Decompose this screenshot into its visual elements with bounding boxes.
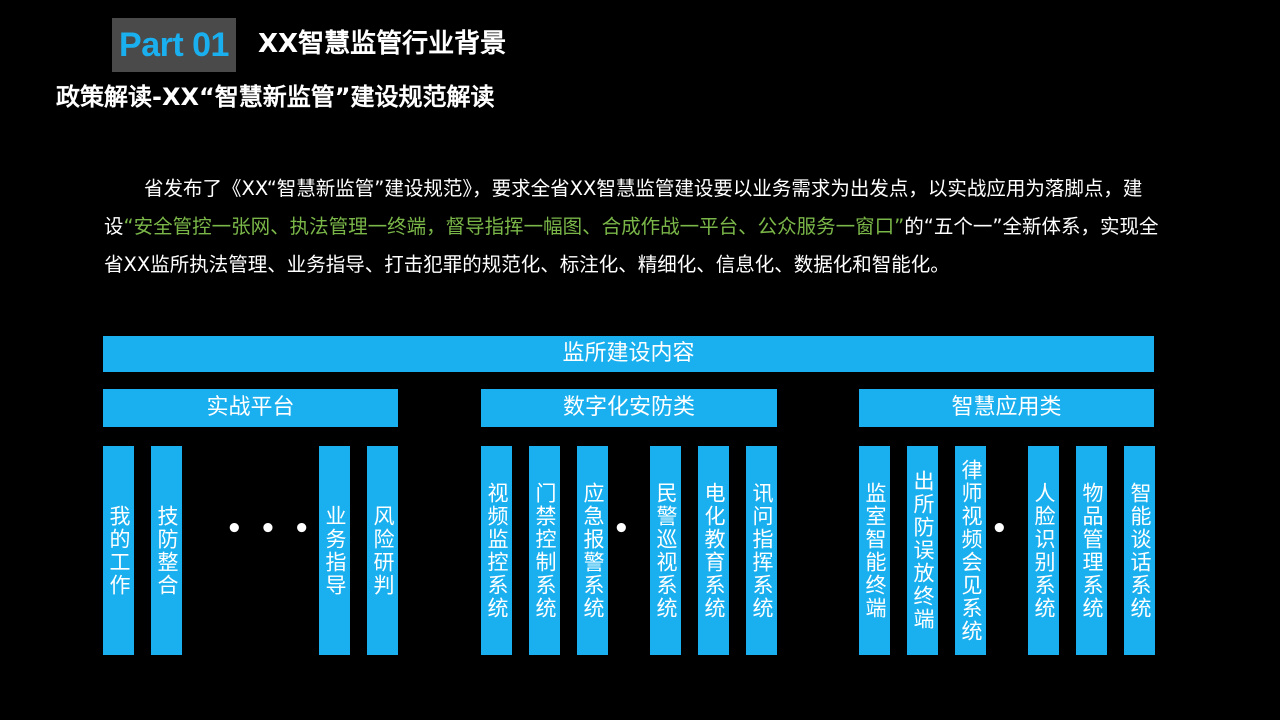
- item-1-5: 讯问指挥系统: [746, 446, 777, 655]
- item-1-2: 应急报警系统: [577, 446, 608, 655]
- item-0-2: 业务指导: [319, 446, 350, 655]
- policy-paragraph: 省发布了《XX“智慧新监管”建设规范》，要求全省XX智慧监管建设要以业务需求为出…: [104, 170, 1164, 284]
- item-2-3: 人脸识别系统: [1028, 446, 1059, 655]
- diagram-title-bar: 监所建设内容: [103, 336, 1154, 372]
- page-subtitle: 政策解读-XX“智慧新监管”建设规范解读: [56, 83, 495, 111]
- ellipsis-0: • • •: [226, 514, 314, 544]
- section-title: XX智慧监管行业背景: [258, 29, 507, 59]
- paragraph-highlight: “安全管控一张网、执法管理一终端，督导指挥一幅图、合成作战一平台、公众服务一窗口…: [123, 215, 905, 238]
- category-bar-2: 智慧应用类: [859, 389, 1154, 427]
- item-0-0: 我的工作: [103, 446, 134, 655]
- item-1-3: 民警巡视系统: [650, 446, 681, 655]
- part-badge: Part 01: [112, 18, 236, 72]
- item-2-0: 监室智能终端: [859, 446, 890, 655]
- item-0-1: 技防整合: [151, 446, 182, 655]
- paragraph-part-1: 省发布了《XX“智慧新监管”建设规范》，要求全省XX智慧监管建设要以业务需求为出…: [104, 177, 1143, 238]
- item-2-5: 智能谈话系统: [1124, 446, 1155, 655]
- item-1-1: 门禁控制系统: [529, 446, 560, 655]
- item-2-2: 律师视频会见系统: [955, 446, 986, 655]
- paragraph-part-2: 的“五个一”全新体系，实现全省XX监所执法管理、业务指导、打击犯罪的规范化、标注…: [104, 215, 1159, 276]
- item-1-0: 视频监控系统: [481, 446, 512, 655]
- item-2-4: 物品管理系统: [1076, 446, 1107, 655]
- item-0-3: 风险研判: [367, 446, 398, 655]
- item-2-1: 出所防误放终端: [907, 446, 938, 655]
- item-1-4: 电化教育系统: [698, 446, 729, 655]
- category-bar-1: 数字化安防类: [481, 389, 777, 427]
- category-bar-0: 实战平台: [103, 389, 398, 427]
